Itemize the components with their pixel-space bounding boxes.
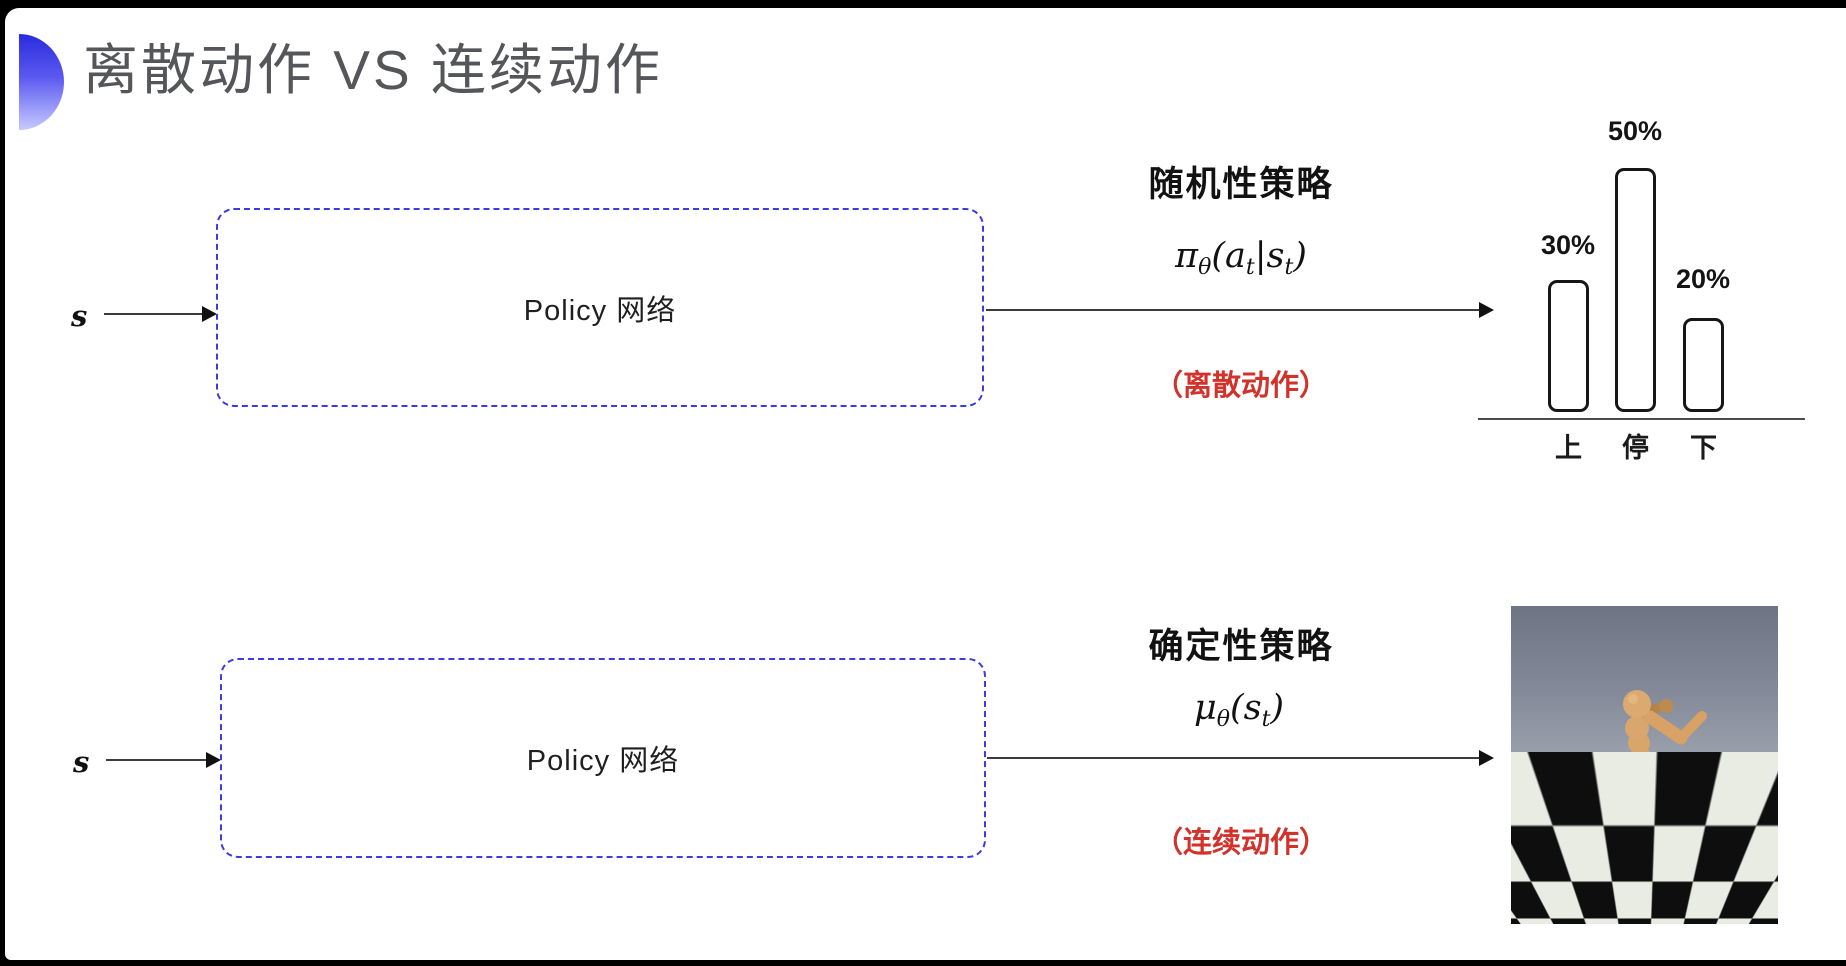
arrow-policy-to-output-top <box>986 309 1481 311</box>
deterministic-policy-title: 确定性策略 <box>1148 627 1334 666</box>
formula-mu-sub: θ <box>1216 707 1230 732</box>
arrow-state-to-policy-top <box>104 313 204 315</box>
discrete-action-note: （离散动作） <box>1153 370 1328 402</box>
arrowhead-state-to-policy-bottom <box>206 752 221 768</box>
formula-pi: π <box>1175 236 1199 276</box>
formula-mu: μ <box>1193 688 1217 728</box>
humanoid-shadow-2 <box>1621 861 1693 869</box>
policy-network-box-top: Policy 网络 <box>216 208 984 407</box>
state-input-label-bottom: s <box>73 745 90 779</box>
formula-s-sub: t <box>1261 707 1271 732</box>
arrow-policy-to-output-bottom <box>987 757 1481 759</box>
bar-value-label: 50% <box>1607 116 1663 146</box>
deterministic-policy-formula: μθ(st) <box>1029 688 1449 732</box>
stochastic-policy-title: 随机性策略 <box>1148 165 1334 204</box>
continuous-action-note: （连续动作） <box>1153 827 1328 859</box>
formula-close-paren: ) <box>1270 688 1285 728</box>
state-input-label-top: s <box>71 299 88 333</box>
formula-open-paren: ( <box>1211 236 1225 276</box>
formula-s: s <box>1266 236 1285 276</box>
formula-bar: | <box>1254 236 1267 276</box>
bar-value-label: 20% <box>1675 264 1731 294</box>
title-accent-shape <box>19 34 64 130</box>
bar-chart-baseline <box>1478 418 1805 420</box>
policy-network-box-bottom: Policy 网络 <box>220 658 986 858</box>
formula-pi-sub: θ <box>1198 255 1212 280</box>
page-title: 离散动作 VS 连续动作 <box>83 39 663 101</box>
humanoid-figure <box>1561 690 1707 920</box>
formula-s-sub: t <box>1284 255 1294 280</box>
bar-down <box>1683 318 1724 412</box>
slide-canvas: 离散动作 VS 连续动作 s Policy 网络 随机性策略 πθ(at|st)… <box>5 8 1846 960</box>
formula-s: s <box>1243 688 1262 728</box>
policy-network-label-bottom: Policy 网络 <box>526 745 680 777</box>
bar-up <box>1548 280 1589 412</box>
bar-category-label: 上 <box>1555 433 1582 463</box>
bar-category-label: 下 <box>1690 433 1717 463</box>
humanoid-body <box>1585 690 1707 853</box>
formula-close-paren: ) <box>1293 236 1307 276</box>
policy-network-label-top: Policy 网络 <box>523 294 677 327</box>
arrow-state-to-policy-bottom <box>106 759 208 761</box>
bar-stop <box>1615 168 1656 412</box>
mujoco-humanoid-render <box>1511 606 1778 924</box>
bar-category-label: 停 <box>1622 433 1649 463</box>
formula-a-sub: t <box>1245 255 1255 280</box>
arrowhead-policy-to-output-bottom <box>1479 750 1494 766</box>
formula-a: a <box>1224 236 1246 276</box>
formula-open-paren: ( <box>1229 688 1244 728</box>
arrowhead-policy-to-output-top <box>1479 302 1494 318</box>
arrowhead-state-to-policy-top <box>202 306 217 322</box>
stochastic-policy-formula: πθ(at|st) <box>1031 236 1451 280</box>
floor-reflection <box>1561 868 1685 920</box>
bar-value-label: 30% <box>1540 230 1596 260</box>
